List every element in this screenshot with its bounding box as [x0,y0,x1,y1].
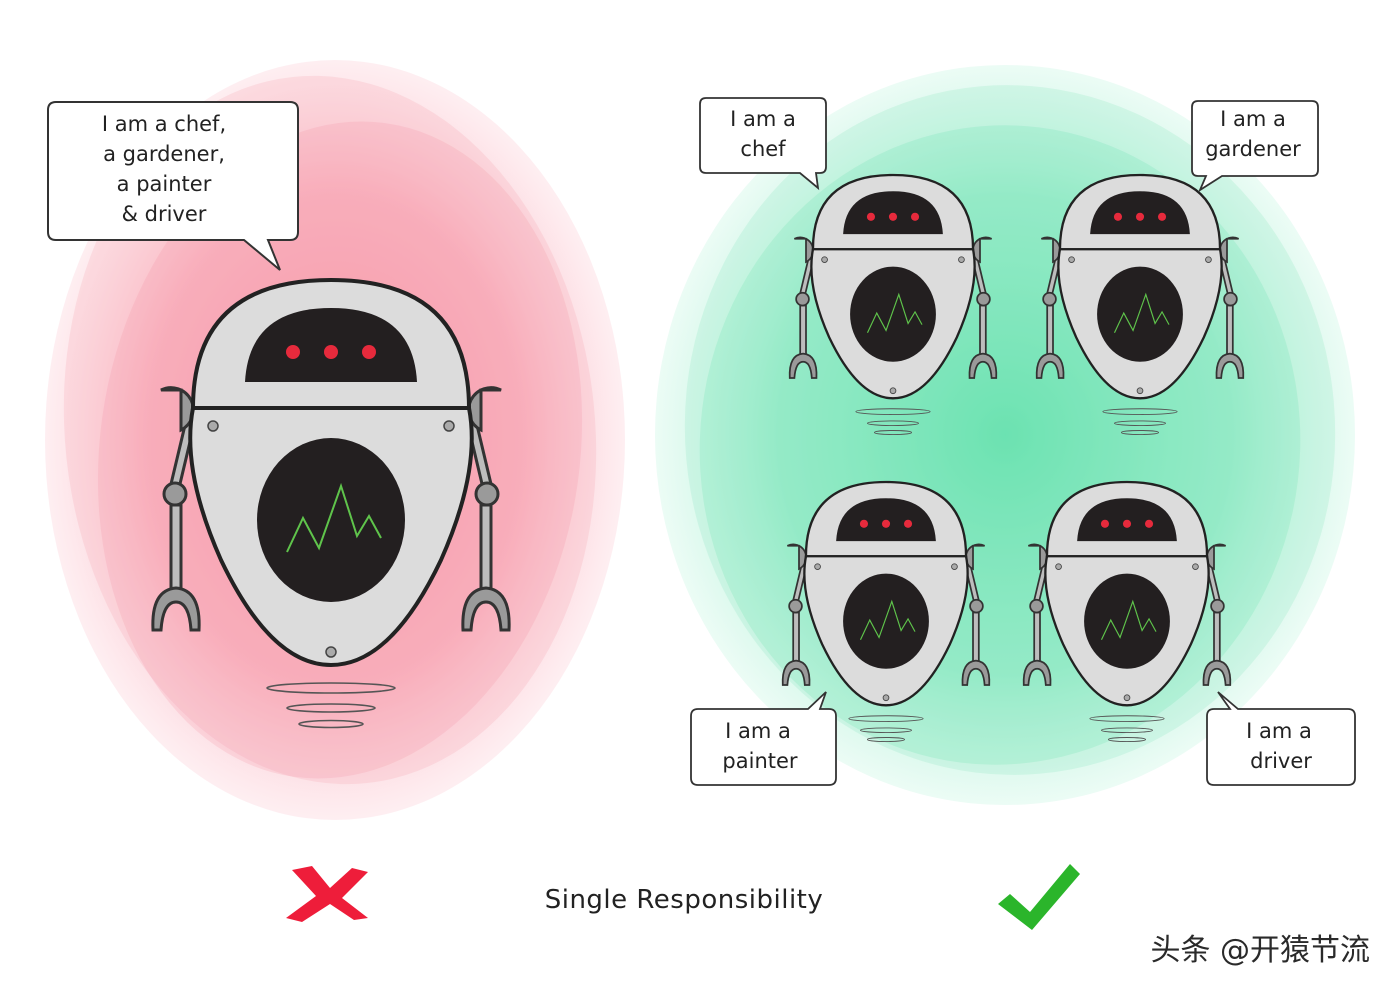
cross-icon [286,866,368,922]
gardener-line-1: I am a [1220,107,1286,131]
painter-line-2: painter [722,749,797,773]
bubble-line-1: I am a chef, [102,112,226,136]
chef-line-1: I am a [730,107,796,131]
speech-bubble-driver: I am a driver [1206,691,1356,786]
speech-bubble-gardener: I am a gardener [1191,100,1319,193]
caption-title: Single Responsibility [545,885,824,915]
check-icon [998,864,1080,930]
painter-line-1: I am a [725,719,791,743]
gardener-line-2: gardener [1205,137,1301,161]
bubble-line-4: & driver [122,202,207,226]
speech-bubble-chef: I am a chef [699,97,827,191]
driver-line-1: I am a [1246,719,1312,743]
speech-bubble-painter: I am a painter [690,691,837,786]
driver-line-2: driver [1250,749,1312,773]
watermark: 头条 @开猿节流 [1150,933,1370,968]
bubble-line-3: a painter [117,172,212,196]
bubble-line-2: a gardener, [103,142,225,166]
chef-line-2: chef [740,137,786,161]
speech-bubble-multi-role: I am a chef, a gardener, a painter & dri… [47,101,299,271]
